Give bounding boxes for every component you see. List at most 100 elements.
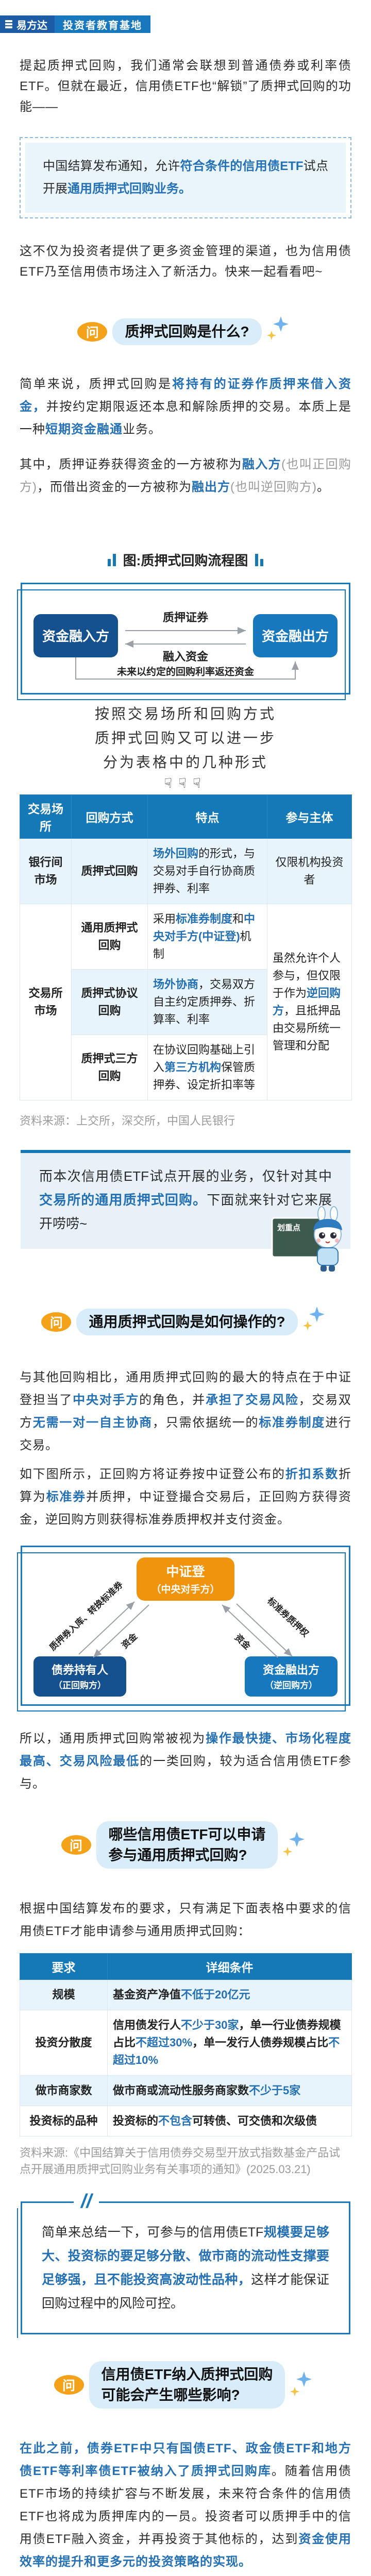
- question-badge: 问: [54, 2375, 84, 2395]
- summary-quote-text: 简单来总结一下，可参与的信用债ETF规模要足够大、投资标的要足够分散、做市商的流…: [42, 2225, 329, 2311]
- notice-text: 中国结算发布通知，允许符合条件的信用债ETF试点开展通用质押式回购业务。: [25, 143, 346, 213]
- sec1-paragraph-1: 简单来说，质押式回购是将持有的证券作质押来借入资金，并按约定期限返还本息和解除质…: [20, 377, 352, 436]
- feature-cell: 在协议回购基础上引入第三方机构保管质押券、设定折扣率等: [147, 1035, 267, 1100]
- feature-cell: 场外回购的形式，与交易对手自行协商质押券、利率: [147, 838, 267, 904]
- table-header-row: 交易场所 回购方式 特点 参与主体: [20, 794, 352, 839]
- requirement-cell: 投资标的品种: [20, 2106, 108, 2137]
- table2-source: 资料来源:《中国结算关于信用债券交易型开放式指数基金产品试点开展通用质押式回购业…: [20, 2146, 341, 2176]
- repo-flow-diagram: 资金融入方 资金融出方 质押证券 融入资金 未来以约定的回购利率返还资金: [17, 583, 350, 700]
- question-2-header: 问 通用质押式回购是如何操作的?: [0, 1306, 371, 1338]
- svg-text:中证登: 中证登: [166, 1564, 205, 1579]
- svg-text:资金融出方: 资金融出方: [263, 1664, 319, 1676]
- method-cell: 通用质押式回购: [71, 904, 148, 970]
- svg-text:债券持有人: 债券持有人: [52, 1664, 108, 1676]
- requirement-cell: 做市商家数: [20, 2075, 108, 2106]
- table-row: 规模 基金资产净值不低于20亿元: [20, 1979, 352, 2010]
- question-3-header: 问 哪些信用债ETF可以申请 参与通用质押式回购?: [0, 1821, 371, 1869]
- participant-cell: 仅限机构投资者: [267, 838, 352, 904]
- feature-cell: 场外协商，交易双方自主约定质押券、折算率、利率: [147, 969, 267, 1035]
- mascot-blackboard-illustration: 划重点: [270, 1206, 347, 1281]
- feature-cell: 采用标准券制度和中央对手方(中证登)机制: [147, 904, 267, 970]
- question-3-title-line1: 哪些信用债ETF可以申请: [108, 1826, 266, 1842]
- sec3-paragraph-1: 根据中国结算发布的要求，只有满足下面表格中要求的信用债ETF才能申请参与通用质押…: [20, 1902, 351, 1938]
- svg-text:资金: 资金: [233, 1632, 253, 1652]
- table-row: 投资标的品种 投资标的不包含可转债、可交债和次级债: [20, 2106, 352, 2137]
- method-cell: 质押式协议回购: [71, 969, 148, 1035]
- table1-source: 资料来源：上交所，深交所，中国人民银行: [20, 1114, 235, 1127]
- diagram1-caption-row: 图:质押式回购流程图: [0, 550, 371, 569]
- svg-text:（中央对手方）: （中央对手方）: [151, 1583, 220, 1595]
- sparkle-icon: [283, 1828, 310, 1861]
- question-1-title: 质押式回购是什么?: [112, 318, 262, 345]
- question-3-title: 哪些信用债ETF可以申请 参与通用质押式回购?: [96, 1821, 278, 1869]
- efund-logo: 易方达: [0, 15, 55, 33]
- sparkle-icon: [290, 2368, 317, 2401]
- svg-text:质押券入库、转换标准券: 质押券入库、转换标准券: [47, 1579, 125, 1653]
- summary-quote-box: // 简单来总结一下，可参与的信用债ETF规模要足够大、投资标的要足够分散、做市…: [17, 2190, 350, 2338]
- venue-cell: 交易所市场: [20, 904, 72, 1100]
- sparkle-icon: [302, 1306, 330, 1338]
- transition-line-1: 按照交易场所和回购方式: [94, 706, 276, 722]
- table-row: 质押式协议回购 场外协商，交易双方自主约定质押券、折算率、利率: [20, 969, 352, 1035]
- question-badge: 问: [61, 1835, 91, 1855]
- investor-education-badge: 投资者教育基地: [55, 15, 150, 33]
- pointing-down-hands-icon: ☟☟☟: [164, 775, 207, 791]
- participant-cell: 虽然允许个人参与，但仅限于作为逆回购方，且抵押品由交易所统一管理和分配: [267, 904, 352, 1100]
- svg-text:资金融出方: 资金融出方: [262, 629, 329, 644]
- question-4-title-line1: 信用债ETF纳入质押式回购: [101, 2366, 273, 2382]
- svg-text:（正回购方）: （正回购方）: [54, 1680, 106, 1690]
- svg-text:资金: 资金: [120, 1631, 140, 1650]
- transition-line-2: 质押式回购又可以进一步: [94, 730, 276, 746]
- diagram1-caption: 图:质押式回购流程图: [123, 553, 248, 568]
- question-4-title-line2: 可能会产生哪些影响?: [101, 2387, 240, 2403]
- header-logo: 易方达 投资者教育基地: [0, 15, 371, 33]
- detail-cell: 基金资产净值不低于20亿元: [107, 1979, 352, 2010]
- sec2-paragraph-2: 如下图所示，正回购方将证券按中证登公布的折扣系数折算为标准券并质押，中证登撮合交…: [20, 1467, 352, 1527]
- svg-text:质押证券: 质押证券: [163, 611, 209, 624]
- detail-cell: 信用债发行人不少于30家，单一行业债券规模占比不超过30%，单一发行人债券规模占…: [107, 2010, 352, 2076]
- table-row: 投资分散度 信用债发行人不少于30家，单一行业债券规模占比不超过30%，单一发行…: [20, 2010, 352, 2076]
- ccp-mechanism-diagram-svg: 中证登 （中央对手方） 债券持有人 （正回购方） 资金融出方 （逆回购方） 质押…: [33, 1557, 338, 1697]
- repo-types-table: 交易场所 回购方式 特点 参与主体 银行间市场 质押式回购 场外回购的形式，与交…: [20, 794, 352, 1100]
- svg-text:资金融入方: 资金融入方: [42, 629, 109, 644]
- ccp-mechanism-diagram: 中证登 （中央对手方） 债券持有人 （正回购方） 资金融出方 （逆回购方） 质押…: [17, 1546, 350, 1711]
- repo-flow-diagram-svg: 资金融入方 资金融出方 质押证券 融入资金 未来以约定的回购利率返还资金: [33, 611, 338, 680]
- transition-block: 按照交易场所和回购方式 质押式回购又可以进一步 分为表格中的几种形式 ☟☟☟: [0, 702, 371, 791]
- col-header-method: 回购方式: [71, 794, 148, 839]
- detail-cell: 投资标的不包含可转债、可交债和次级债: [107, 2106, 352, 2137]
- table-header-row: 要求 详细条件: [20, 1953, 352, 1980]
- intro-paragraph-2: 这不仅为投资者提供了更多资金管理的渠道，也为信用债ETF乃至信用债市场注入了新活…: [20, 244, 351, 279]
- notice-box: 中国结算发布通知，允许符合条件的信用债ETF试点开展通用质押式回购业务。: [20, 137, 351, 218]
- svg-text:融入资金: 融入资金: [163, 650, 209, 663]
- svg-text:（逆回购方）: （逆回购方）: [265, 1680, 317, 1690]
- sec1-paragraph-2: 其中，质押证券获得资金的一方被称为融入方(也叫正回购方)，而借出资金的一方被称为…: [20, 457, 352, 494]
- question-2-title: 通用质押式回购是如何操作的?: [76, 1309, 298, 1335]
- quote-slash-icon: //: [74, 2190, 99, 2213]
- question-badge: 问: [77, 322, 108, 342]
- table-row: 做市商家数 做市商或流动性服务商家数不少于5家: [20, 2075, 352, 2106]
- table-row: 交易所市场 通用质押式回购 采用标准券制度和中央对手方(中证登)机制 虽然允许个…: [20, 904, 352, 1100]
- table-row: 银行间市场 质押式回购 场外回购的形式，与交易对手自行协商质押券、利率 仅限机构…: [20, 838, 352, 904]
- svg-text:划重点: 划重点: [277, 1223, 300, 1232]
- col-header-venue: 交易场所: [20, 794, 72, 839]
- sec2-paragraph-1: 与其他回购相比，通用质押式回购的最大的特点在于中证登担当了中央对手方的角色，并承…: [20, 1370, 352, 1452]
- col-header-feature: 特点: [147, 794, 267, 839]
- svg-text:未来以约定的回购利率返还资金: 未来以约定的回购利率返还资金: [116, 666, 255, 677]
- method-cell: 质押式三方回购: [71, 1035, 148, 1100]
- question-4-title: 信用债ETF纳入质押式回购 可能会产生哪些影响?: [89, 2361, 285, 2409]
- question-4-header: 问 信用债ETF纳入质押式回购 可能会产生哪些影响?: [0, 2361, 371, 2409]
- question-1-header: 问 质押式回购是什么?: [0, 315, 371, 348]
- callout-box: 而本次信用债ETF试点开展的业务，仅针对其中交易所的通用质押式回购。下面就来针对…: [21, 1150, 350, 1272]
- sec2-paragraph-3: 所以，通用质押式回购常被视为操作最快捷、市场化程度最高、交易风险最低的一类回购，…: [20, 1732, 352, 1791]
- question-3-title-line2: 参与通用质押式回购?: [108, 1847, 247, 1863]
- efund-logo-text: 易方达: [16, 20, 47, 31]
- efund-logo-mark-icon: [5, 20, 12, 28]
- intro-paragraph-1: 提起质押式回购，我们通常会联想到普通债券或利率债ETF。但就在最近，信用债ETF…: [20, 59, 351, 114]
- sec4-paragraph-1: 在此之前，债券ETF中只有国债ETF、政金债ETF和地方债ETF等利率债ETF被…: [20, 2442, 352, 2569]
- callout-text: 而本次信用债ETF试点开展的业务，仅针对其中交易所的通用质押式回购。下面就来针对…: [39, 1168, 332, 1231]
- question-badge: 问: [41, 1312, 72, 1332]
- transition-line-3: 分为表格中的几种形式: [103, 754, 268, 770]
- col-header-requirement: 要求: [20, 1953, 108, 1980]
- method-cell: 质押式回购: [71, 838, 148, 904]
